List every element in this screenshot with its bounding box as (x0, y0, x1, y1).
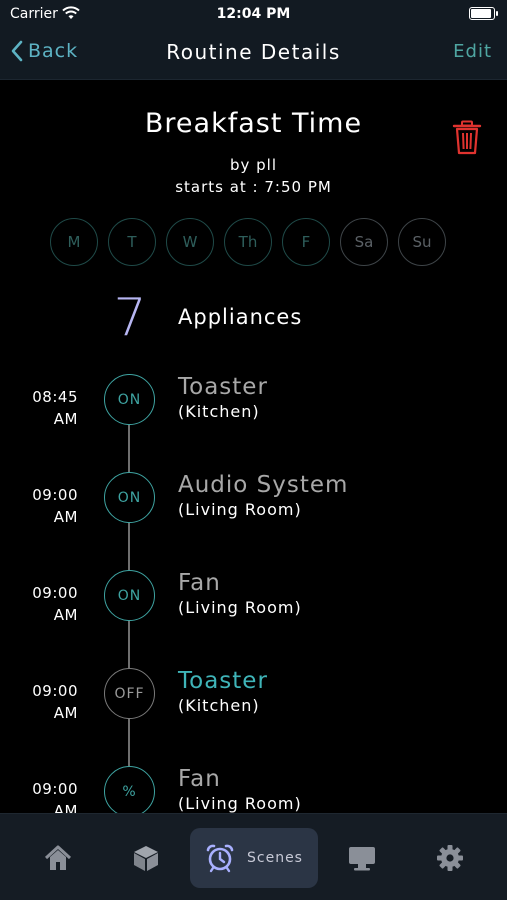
appliance-room: (Kitchen) (178, 402, 260, 421)
state-badge: ON (104, 570, 155, 621)
edit-button[interactable]: Edit (453, 41, 492, 62)
appliance-room: (Living Room) (178, 500, 302, 519)
state-badge: ON (104, 374, 155, 425)
back-button[interactable]: Back (10, 40, 78, 62)
appliance-name: Audio System (178, 472, 349, 498)
timeline-item[interactable]: 08:45 AM ON Toaster (Kitchen) (0, 374, 507, 484)
gear-icon (437, 845, 463, 871)
appliance-name: Fan (178, 570, 221, 596)
status-bar: Carrier 12:04 PM (0, 0, 507, 28)
appliance-count-label: Appliances (178, 305, 303, 329)
tab-display[interactable] (332, 828, 392, 888)
tab-scenes-label: Scenes (247, 850, 303, 866)
day-thursday[interactable]: Th (224, 218, 272, 266)
timeline-time: 08:45 AM (32, 388, 78, 428)
back-label: Back (28, 40, 79, 62)
status-time: 12:04 PM (216, 6, 291, 22)
alarm-clock-icon (206, 844, 234, 873)
timeline-time: 09:00 AM (32, 682, 78, 722)
appliance-name: Toaster (178, 668, 268, 694)
routine-title: Breakfast Time (144, 108, 363, 139)
day-friday[interactable]: F (282, 218, 330, 266)
day-sunday[interactable]: Su (398, 218, 446, 266)
page-title: Routine Details (166, 40, 341, 64)
trash-icon[interactable] (452, 120, 482, 156)
battery-icon (469, 7, 498, 20)
routine-author: by pll (229, 156, 278, 174)
state-badge: ON (104, 472, 155, 523)
weekday-selector: M T W Th F Sa Su (50, 218, 446, 266)
home-icon (44, 845, 72, 870)
cube-icon (134, 846, 158, 871)
appliance-name: Toaster (178, 374, 268, 400)
tab-devices[interactable] (116, 828, 176, 888)
appliance-room: (Living Room) (178, 794, 302, 813)
routine-start-time: starts at : 7:50 PM (175, 178, 332, 196)
tab-bar: Scenes (0, 813, 507, 900)
tab-settings[interactable] (420, 828, 480, 888)
navigation-bar: Back Routine Details Edit (0, 30, 507, 76)
day-tuesday[interactable]: T (108, 218, 156, 266)
day-saturday[interactable]: Sa (340, 218, 388, 266)
appliance-room: (Kitchen) (178, 696, 260, 715)
state-badge: % (104, 766, 155, 817)
tab-scenes[interactable]: Scenes (190, 828, 318, 888)
chevron-left-icon (11, 40, 23, 62)
day-wednesday[interactable]: W (166, 218, 214, 266)
timeline-item[interactable]: 09:00 AM ON Audio System (Living Room) (0, 472, 507, 582)
day-monday[interactable]: M (50, 218, 98, 266)
monitor-icon (349, 847, 375, 871)
wifi-icon (62, 6, 80, 19)
state-badge: OFF (104, 668, 155, 719)
timeline-item[interactable]: 09:00 AM ON Fan (Living Room) (0, 570, 507, 680)
top-bar: Carrier 12:04 PM Back Routine Details Ed… (0, 0, 507, 80)
timeline-time: 09:00 AM (32, 584, 78, 624)
appliance-room: (Living Room) (178, 598, 302, 617)
timeline-time: 09:00 AM (32, 486, 78, 526)
carrier-label: Carrier (10, 6, 58, 22)
tab-home[interactable] (28, 828, 88, 888)
timeline-item[interactable]: 09:00 AM OFF Toaster (Kitchen) (0, 668, 507, 778)
appliance-count: 7 (113, 288, 147, 348)
appliance-name: Fan (178, 766, 221, 792)
